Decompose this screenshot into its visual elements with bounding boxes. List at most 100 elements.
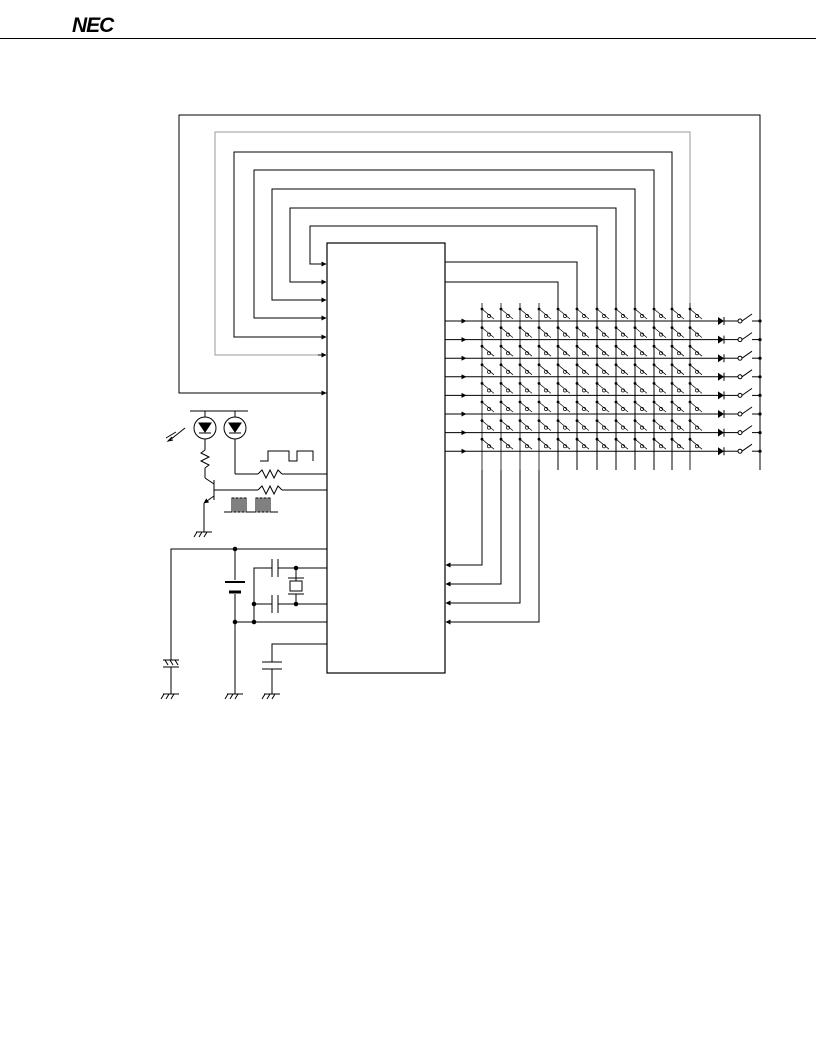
key-contact-1-6 [576,308,590,320]
loop-5 [289,207,617,470]
key-ring-1-11 [677,314,681,318]
key-ring-6-12 [695,407,699,411]
key-switch-4 [741,369,753,378]
key-ring-1-1 [487,314,491,318]
key-contact-7-9 [634,420,648,431]
switch-node-8 [758,449,762,453]
key-ring-3-7 [602,351,606,356]
key-contact-1-5 [557,308,571,320]
key-ring-8-12 [695,444,699,449]
key-ring-1-9 [640,314,644,318]
key-contact-3-2 [500,345,514,357]
key-ring-6-8 [621,407,625,411]
switch-contact-6 [737,411,743,417]
key-contact-8-9 [634,438,648,450]
key-contact-4-10 [653,364,667,376]
switch-node-7 [758,431,762,435]
switch-node-1 [758,319,762,323]
key-ring-3-3 [525,351,529,356]
key-contact-6-6 [576,401,590,413]
key-ring-7-1 [487,425,491,430]
key-ring-5-11 [677,388,681,393]
key-ring-3-1 [487,351,491,356]
key-contact-4-12 [689,364,703,376]
key-contact-6-2 [500,401,514,413]
key-contact-7-4 [538,420,552,431]
key-contact-1-9 [634,308,648,320]
key-contact-8-6 [576,438,590,450]
key-ring-2-2 [506,332,510,337]
key-ring-1-5 [563,314,567,318]
key-contact-1-11 [671,308,685,320]
key-ring-5-5 [563,388,567,393]
key-contact-2-2 [500,327,514,338]
key-contact-4-8 [615,364,629,376]
key-contact-2-8 [615,327,629,338]
return-line-4 [452,470,540,623]
key-ring-7-10 [659,425,663,430]
key-contact-5-9 [634,383,648,394]
key-contact-4-1 [481,364,495,376]
key-ring-2-6 [582,332,586,337]
switch-node-6 [758,412,762,416]
key-ring-2-10 [659,332,663,337]
power-oscillator-section [160,546,327,700]
key-contact-6-4 [538,401,552,413]
row-diode-5 [718,391,724,400]
switch-node-3 [758,356,762,360]
key-contact-6-5 [557,401,571,413]
key-ring-8-10 [659,444,663,449]
row-diode-8 [718,447,724,456]
key-ring-8-2 [506,444,510,449]
key-contact-5-12 [689,383,703,394]
key-ring-4-7 [602,369,606,374]
key-ring-5-12 [695,388,699,393]
key-ring-2-1 [487,332,491,337]
header-rule [0,38,816,39]
key-contact-2-5 [557,327,571,338]
key-contact-2-11 [671,327,685,338]
key-contact-7-7 [596,420,610,431]
return-line-3 [452,470,521,604]
key-switch-3 [741,350,753,359]
key-ring-5-4 [544,388,548,393]
switch-contact-2 [737,337,743,343]
key-switch-6 [741,406,753,415]
key-ring-4-11 [677,369,681,374]
key-contact-3-9 [634,345,648,357]
key-ring-3-4 [544,351,548,356]
key-contact-7-12 [689,420,703,431]
key-contact-7-1 [481,420,495,431]
key-contact-7-11 [671,420,685,431]
key-ring-3-6 [582,351,586,356]
key-contact-3-12 [689,345,703,357]
key-contact-2-10 [653,327,667,338]
row-diode-7 [718,428,724,437]
key-contact-6-10 [653,401,667,413]
carrier-waveform [260,450,314,462]
key-contact-5-6 [576,383,590,394]
loop-4 [271,188,636,470]
key-contact-4-4 [538,364,552,376]
switch-contact-7 [737,430,743,436]
key-ring-1-7 [602,314,606,318]
key-ring-1-6 [582,314,586,318]
row-diode-1 [718,317,724,325]
key-contact-8-5 [557,438,571,450]
key-ring-7-12 [695,425,699,430]
key-contact-2-3 [519,327,533,338]
key-contact-6-12 [689,401,703,413]
key-matrix [445,303,762,470]
key-ring-8-1 [487,444,491,449]
key-ring-5-7 [602,388,606,393]
key-ring-7-4 [544,425,548,430]
key-ring-2-4 [544,332,548,337]
resistor-r2 [257,484,283,496]
switch-contact-1 [737,318,743,324]
key-contact-5-4 [538,383,552,394]
key-ring-7-11 [677,425,681,430]
key-ring-8-3 [525,444,529,449]
key-contact-8-3 [519,438,533,450]
key-ring-1-3 [525,314,529,318]
key-ring-2-11 [677,332,681,337]
